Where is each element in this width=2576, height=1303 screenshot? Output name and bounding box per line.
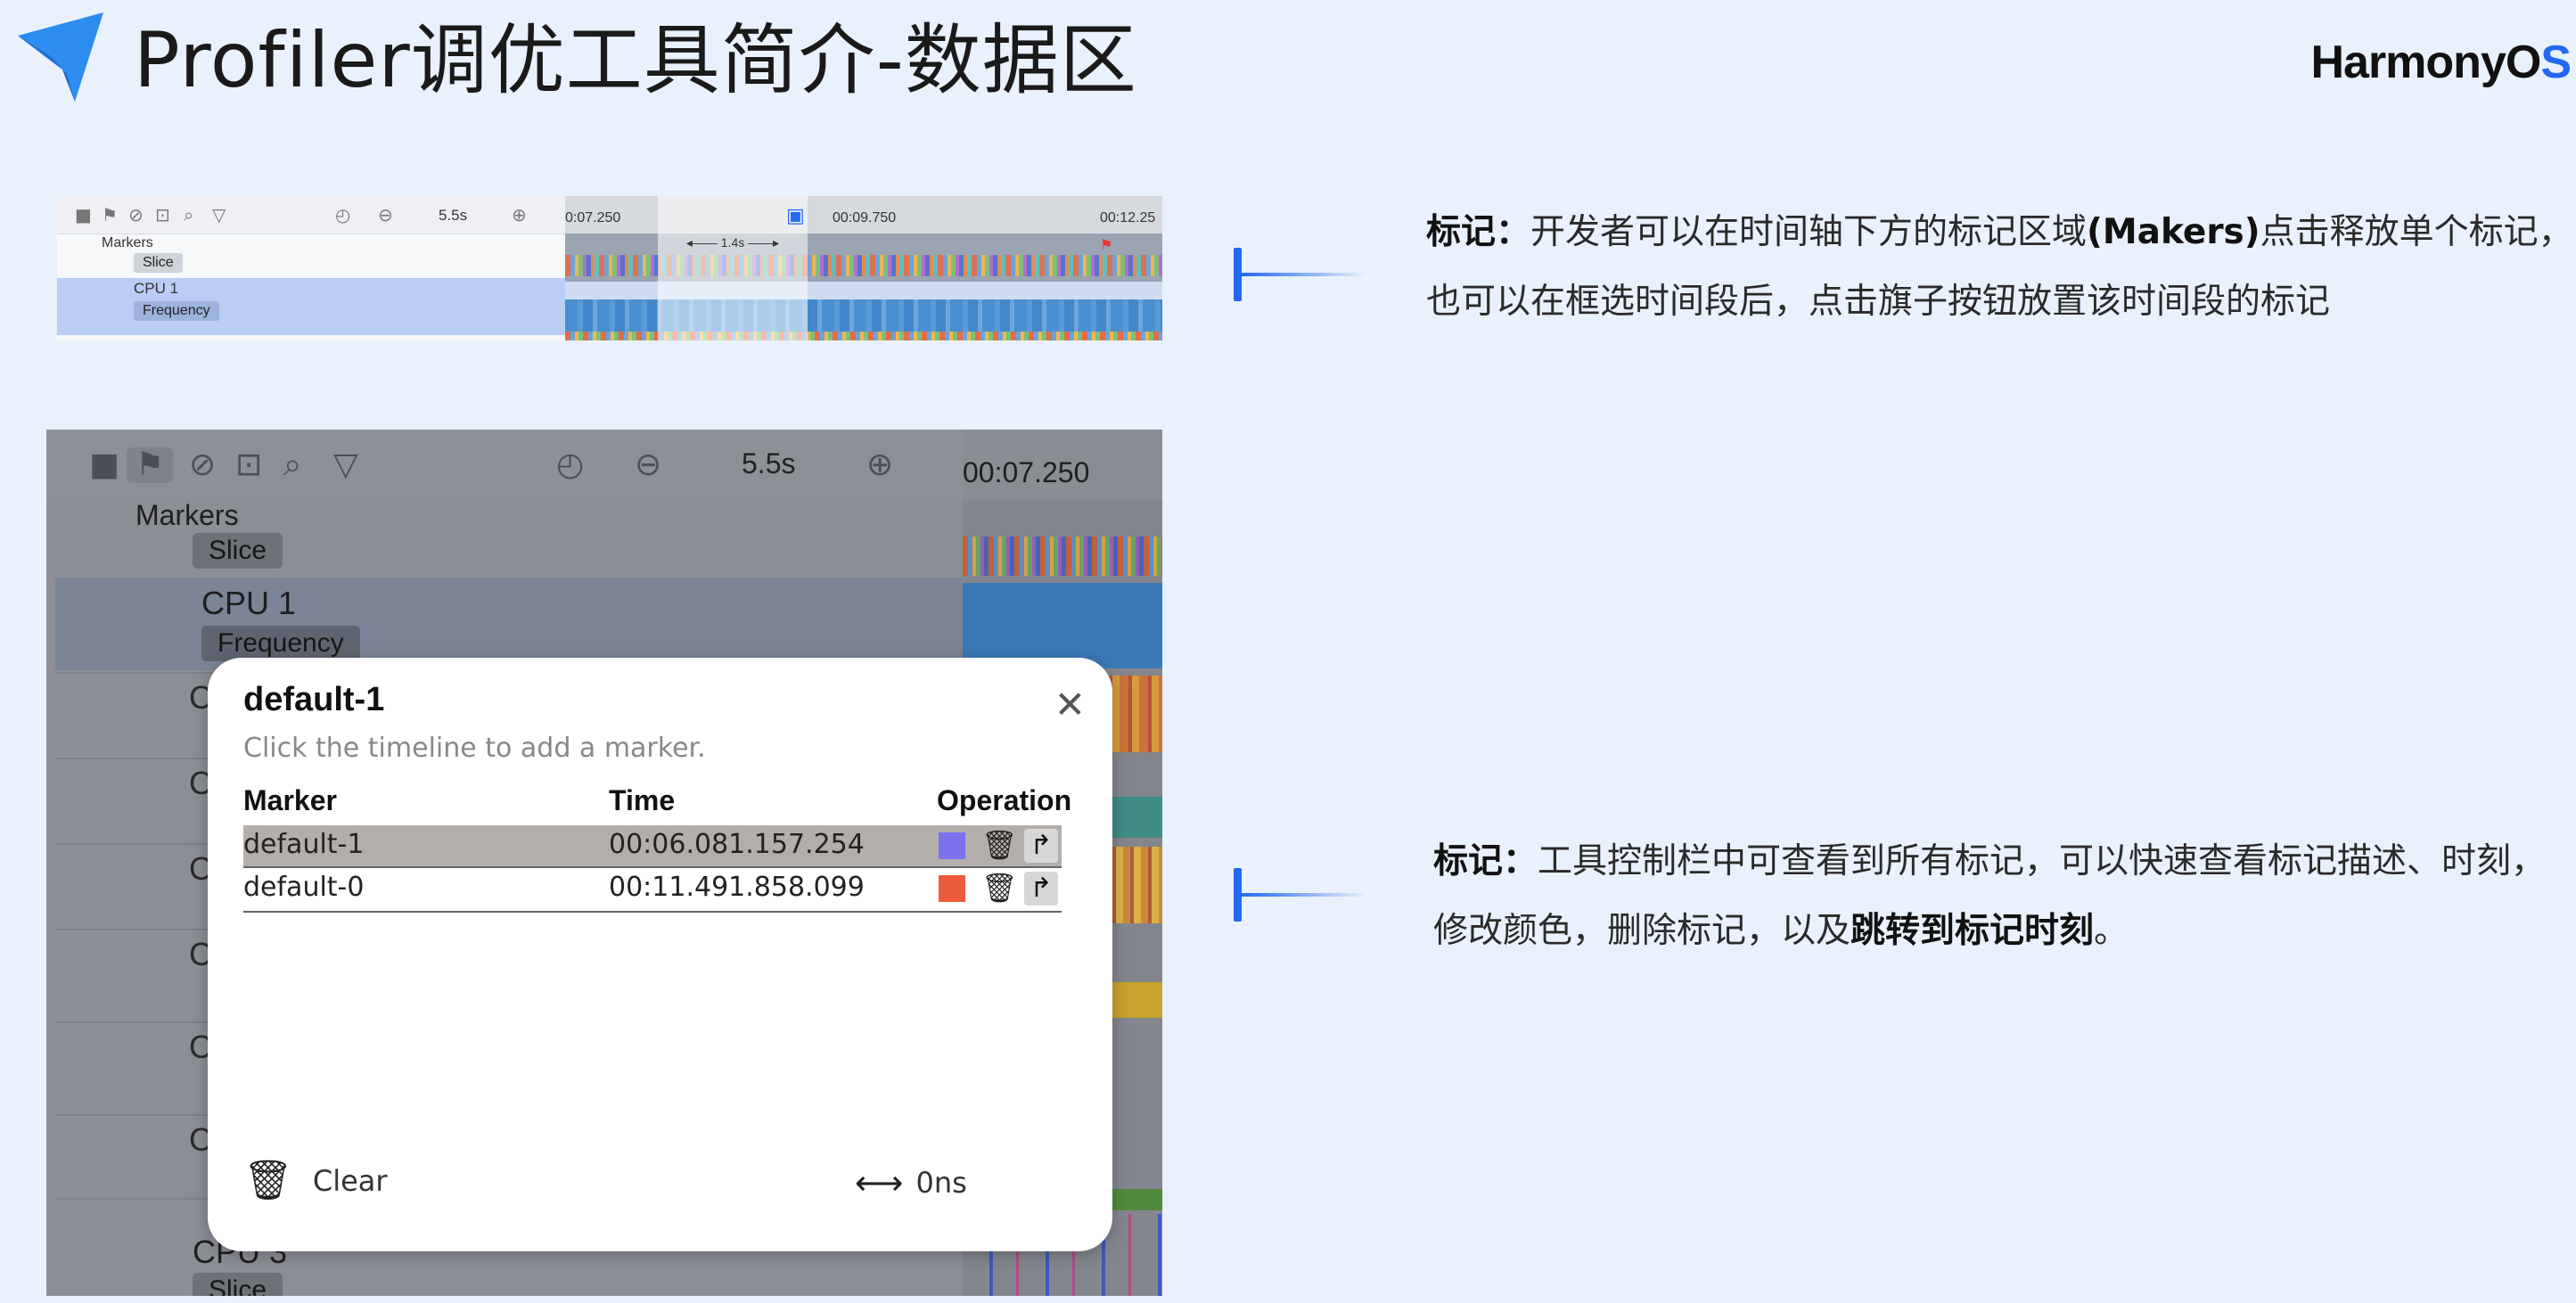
red-flag-icon: ⚑ [1100,236,1113,253]
frequency-tag: Frequency [134,301,219,321]
ruler-tick: 0:07.250 [565,210,621,225]
zoom-level: 5.5s [742,447,796,479]
column-header-operation: Operation [937,784,1072,816]
compass-icon[interactable]: ⊘ [189,447,217,483]
slice-tag: Slice [193,1273,283,1296]
slice-strip [963,537,1162,576]
color-swatch[interactable] [939,832,965,859]
ruler-tick: 00:12.25 [1100,210,1156,225]
explanation-text: 开发者可以在时间轴下方的标记区域 [1530,212,2088,252]
small-profiler-screenshot: ■ ⚑ ⊘ ⊡ ⌕ ▽ ◴ ⊖ 5.5s ⊕ Markers Slice CPU… [57,196,1162,340]
big-ruler: 00:07.250 [963,430,1162,499]
marker-name[interactable]: default-0 [243,872,365,903]
cpu2-strip [565,332,1162,340]
explanation-bottom: 标记：工具控制栏中可查看到所有标记，可以快速查看标记描述、时刻，修改颜色，删除标… [1433,827,2565,966]
marker-name[interactable]: default-1 [243,829,365,860]
trash-icon[interactable]: 🗑 [981,828,1018,862]
search-icon[interactable]: ⌕ [283,447,302,483]
explanation-bold: (Makers) [2087,212,2260,252]
flag-icon[interactable]: ⚑ [102,204,118,225]
small-ruler: 0:07.250 00:09.750 00:12.25 [565,196,1162,234]
zoom-level: 5.5s [439,207,468,224]
frequency-tag: Frequency [201,626,360,661]
markers-label: Markers [102,235,153,250]
explanation-text: 点击释放单个标记，也可以在框选时间段后，点击旗子按钮放置该时间段的标记 [1426,212,2573,322]
select-icon[interactable]: ⊡ [235,447,263,483]
zoom-out-icon[interactable]: ⊖ [635,447,662,483]
explanation-heading: 标记： [1426,212,1531,252]
zoom-in-icon[interactable]: ⊕ [512,204,527,225]
jump-arrow-icon[interactable]: ↱ [1024,872,1058,906]
explanation-top: 标记：开发者可以在时间轴下方的标记区域(Makers)点击释放单个标记，也可以在… [1426,198,2576,337]
flag-icon[interactable]: ⚑ [127,447,174,483]
dialog-hint: Click the timeline to add a marker. [243,733,706,764]
frequency-bars [565,299,1162,335]
brand-name: HarmonyO [2310,37,2541,88]
stop-icon[interactable]: ■ [75,204,92,225]
trash-icon[interactable]: 🗑 [981,871,1018,905]
select-icon[interactable]: ⊡ [155,204,170,225]
explanation-heading: 标记： [1433,841,1538,881]
cpu1-row[interactable]: CPU 1 Frequency [57,278,565,335]
reset-icon[interactable]: ◴ [335,204,351,225]
ruler-tick: 00:07.250 [963,456,1090,488]
dialog-title[interactable]: default-1 [243,681,385,718]
row-divider [243,866,1062,868]
color-swatch[interactable] [939,875,965,902]
page-title: Profiler调优工具简介-数据区 [134,16,1137,105]
explanation-bold: 跳转到标记时刻 [1850,911,2095,951]
ruler-tick: 00:09.750 [833,210,897,225]
frequency-strip [963,583,1162,668]
clear-button[interactable]: 🗑 Clear [243,1159,388,1203]
slice-strip [565,255,1162,276]
brand-logo: HarmonyOS [2310,36,2572,89]
table-row[interactable]: default-0 00:11.491.858.099 🗑 ↱ [243,868,1062,909]
connector-bottom [1234,868,1367,922]
range-icon: ⟷ [855,1163,904,1202]
filter-icon[interactable]: ▽ [212,204,226,225]
connector-top [1234,248,1367,301]
cpu1-label: CPU 1 [134,280,179,297]
clear-label: Clear [312,1164,388,1198]
zoom-out-icon[interactable]: ⊖ [378,204,393,225]
compass-icon[interactable]: ⊘ [128,204,144,225]
zoom-in-icon[interactable]: ⊕ [866,447,894,483]
jump-arrow-icon[interactable]: ↱ [1024,829,1058,863]
marker-time: 00:11.491.858.099 [609,872,865,903]
brand-accent: S [2540,37,2572,88]
slice-tag: Slice [193,533,283,569]
selection-duration: ◂—— 1.4s ——▸ [685,235,780,250]
cpu1-row[interactable]: CPU 1 Frequency [55,578,963,670]
explanation-text: 。 [2094,911,2129,951]
close-icon[interactable]: ✕ [1054,683,1086,726]
search-icon[interactable]: ⌕ [184,204,194,225]
duration-display: ⟷ 0ns [855,1160,967,1205]
small-track-panel: ■ ⚑ ⊘ ⊡ ⌕ ▽ ◴ ⊖ 5.5s ⊕ Markers Slice CPU… [57,196,565,340]
marker-time: 00:06.081.157.254 [609,829,865,860]
table-row[interactable]: default-1 00:06.081.157.254 🗑 ↱ [243,825,1062,866]
selection-duration-value: 1.4s [720,235,745,250]
marker-dialog: default-1 ✕ Click the timeline to add a … [208,658,1112,1251]
markers-label: Markers [135,499,239,531]
slice-tag: Slice [134,253,183,273]
filter-icon[interactable]: ▽ [333,447,358,483]
marker-flag-button-icon[interactable]: ▣ [786,205,805,227]
table-bottom-border [243,911,1062,913]
reset-icon[interactable]: ◴ [556,447,585,483]
time-selection[interactable] [658,196,808,340]
column-header-time: Time [609,784,676,816]
small-timeline[interactable]: 0:07.250 00:09.750 00:12.25 ◂—— 1.4s ——▸… [565,196,1162,340]
big-toolbar: ■ ⚑ ⊘ ⊡ ⌕ ▽ ◴ ⊖ 5.5s ⊕ [46,430,963,499]
column-header-marker: Marker [243,784,337,816]
explanation-text: 工具控制栏中可查看到所有标记，可以快速查看标记描述、时刻，修改颜色，删除标记，以… [1433,841,2547,951]
harmony-logo-icon [18,12,103,102]
small-toolbar: ■ ⚑ ⊘ ⊡ ⌕ ▽ ◴ ⊖ 5.5s ⊕ [57,196,565,234]
stop-icon[interactable]: ■ [89,447,120,483]
cpu1-label: CPU 1 [201,585,297,621]
duration-value: 0ns [915,1166,967,1200]
trash-icon: 🗑 [243,1158,293,1203]
